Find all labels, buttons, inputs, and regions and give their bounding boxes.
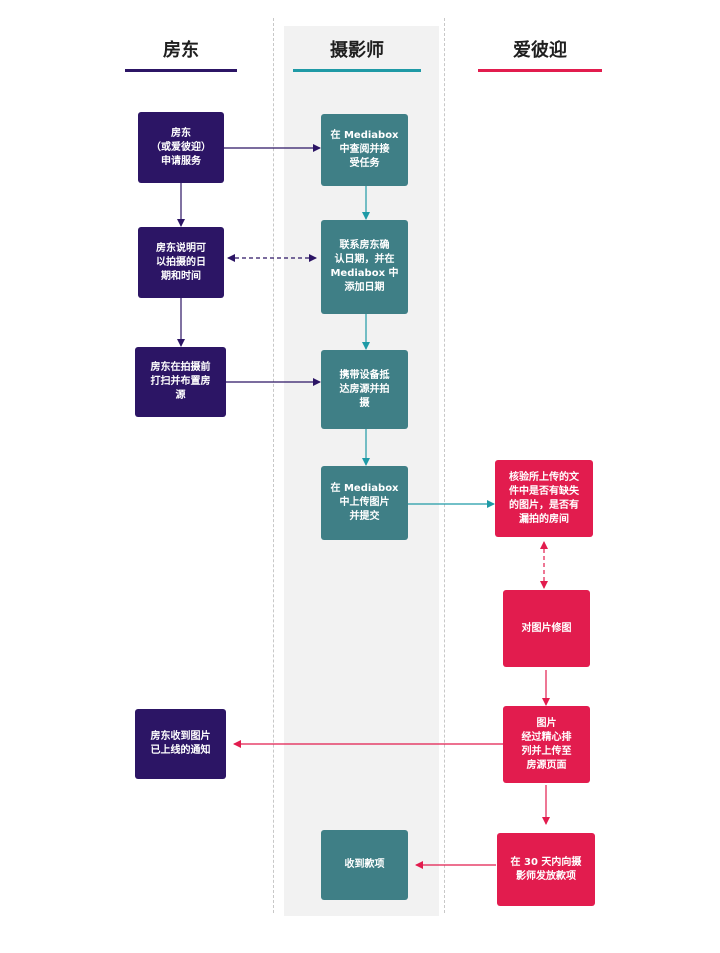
lane-divider-left: [273, 18, 274, 913]
lane-underline-airbnb: [478, 69, 602, 72]
node-host-request-service: 房东 （或爱彼迎） 申请服务: [138, 112, 224, 183]
node-photographer-payment-received: 收到款项: [321, 830, 408, 900]
lane-title-airbnb: 爱彼迎: [513, 40, 567, 61]
lane-divider-right: [444, 18, 445, 913]
node-airbnb-pay-photographer: 在 30 天内向摄 影师发放款项: [497, 833, 595, 906]
node-airbnb-verify-files: 核验所上传的文 件中是否有缺失 的图片，是否有 漏拍的房间: [495, 460, 593, 537]
node-host-notification: 房东收到图片 已上线的通知: [135, 709, 226, 779]
lane-title-photographer: 摄影师: [330, 40, 384, 61]
node-host-prepare-listing: 房东在拍摄前 打扫并布置房 源: [135, 347, 226, 417]
lane-underline-host: [125, 69, 237, 72]
node-airbnb-retouch: 对图片修图: [503, 590, 590, 667]
lane-underline-photographer: [293, 69, 421, 72]
lane-title-host: 房东: [163, 40, 199, 61]
node-photographer-confirm-date: 联系房东确 认日期，并在 Mediabox 中 添加日期: [321, 220, 408, 314]
node-photographer-upload: 在 Mediabox 中上传图片 并提交: [321, 466, 408, 540]
node-photographer-accept-task: 在 Mediabox 中查阅并接 受任务: [321, 114, 408, 186]
node-airbnb-upload-listing: 图片 经过精心排 列并上传至 房源页面: [503, 706, 590, 783]
node-host-available-dates: 房东说明可 以拍摄的日 期和时间: [138, 227, 224, 298]
node-photographer-shoot: 携带设备抵 达房源并拍 摄: [321, 350, 408, 429]
